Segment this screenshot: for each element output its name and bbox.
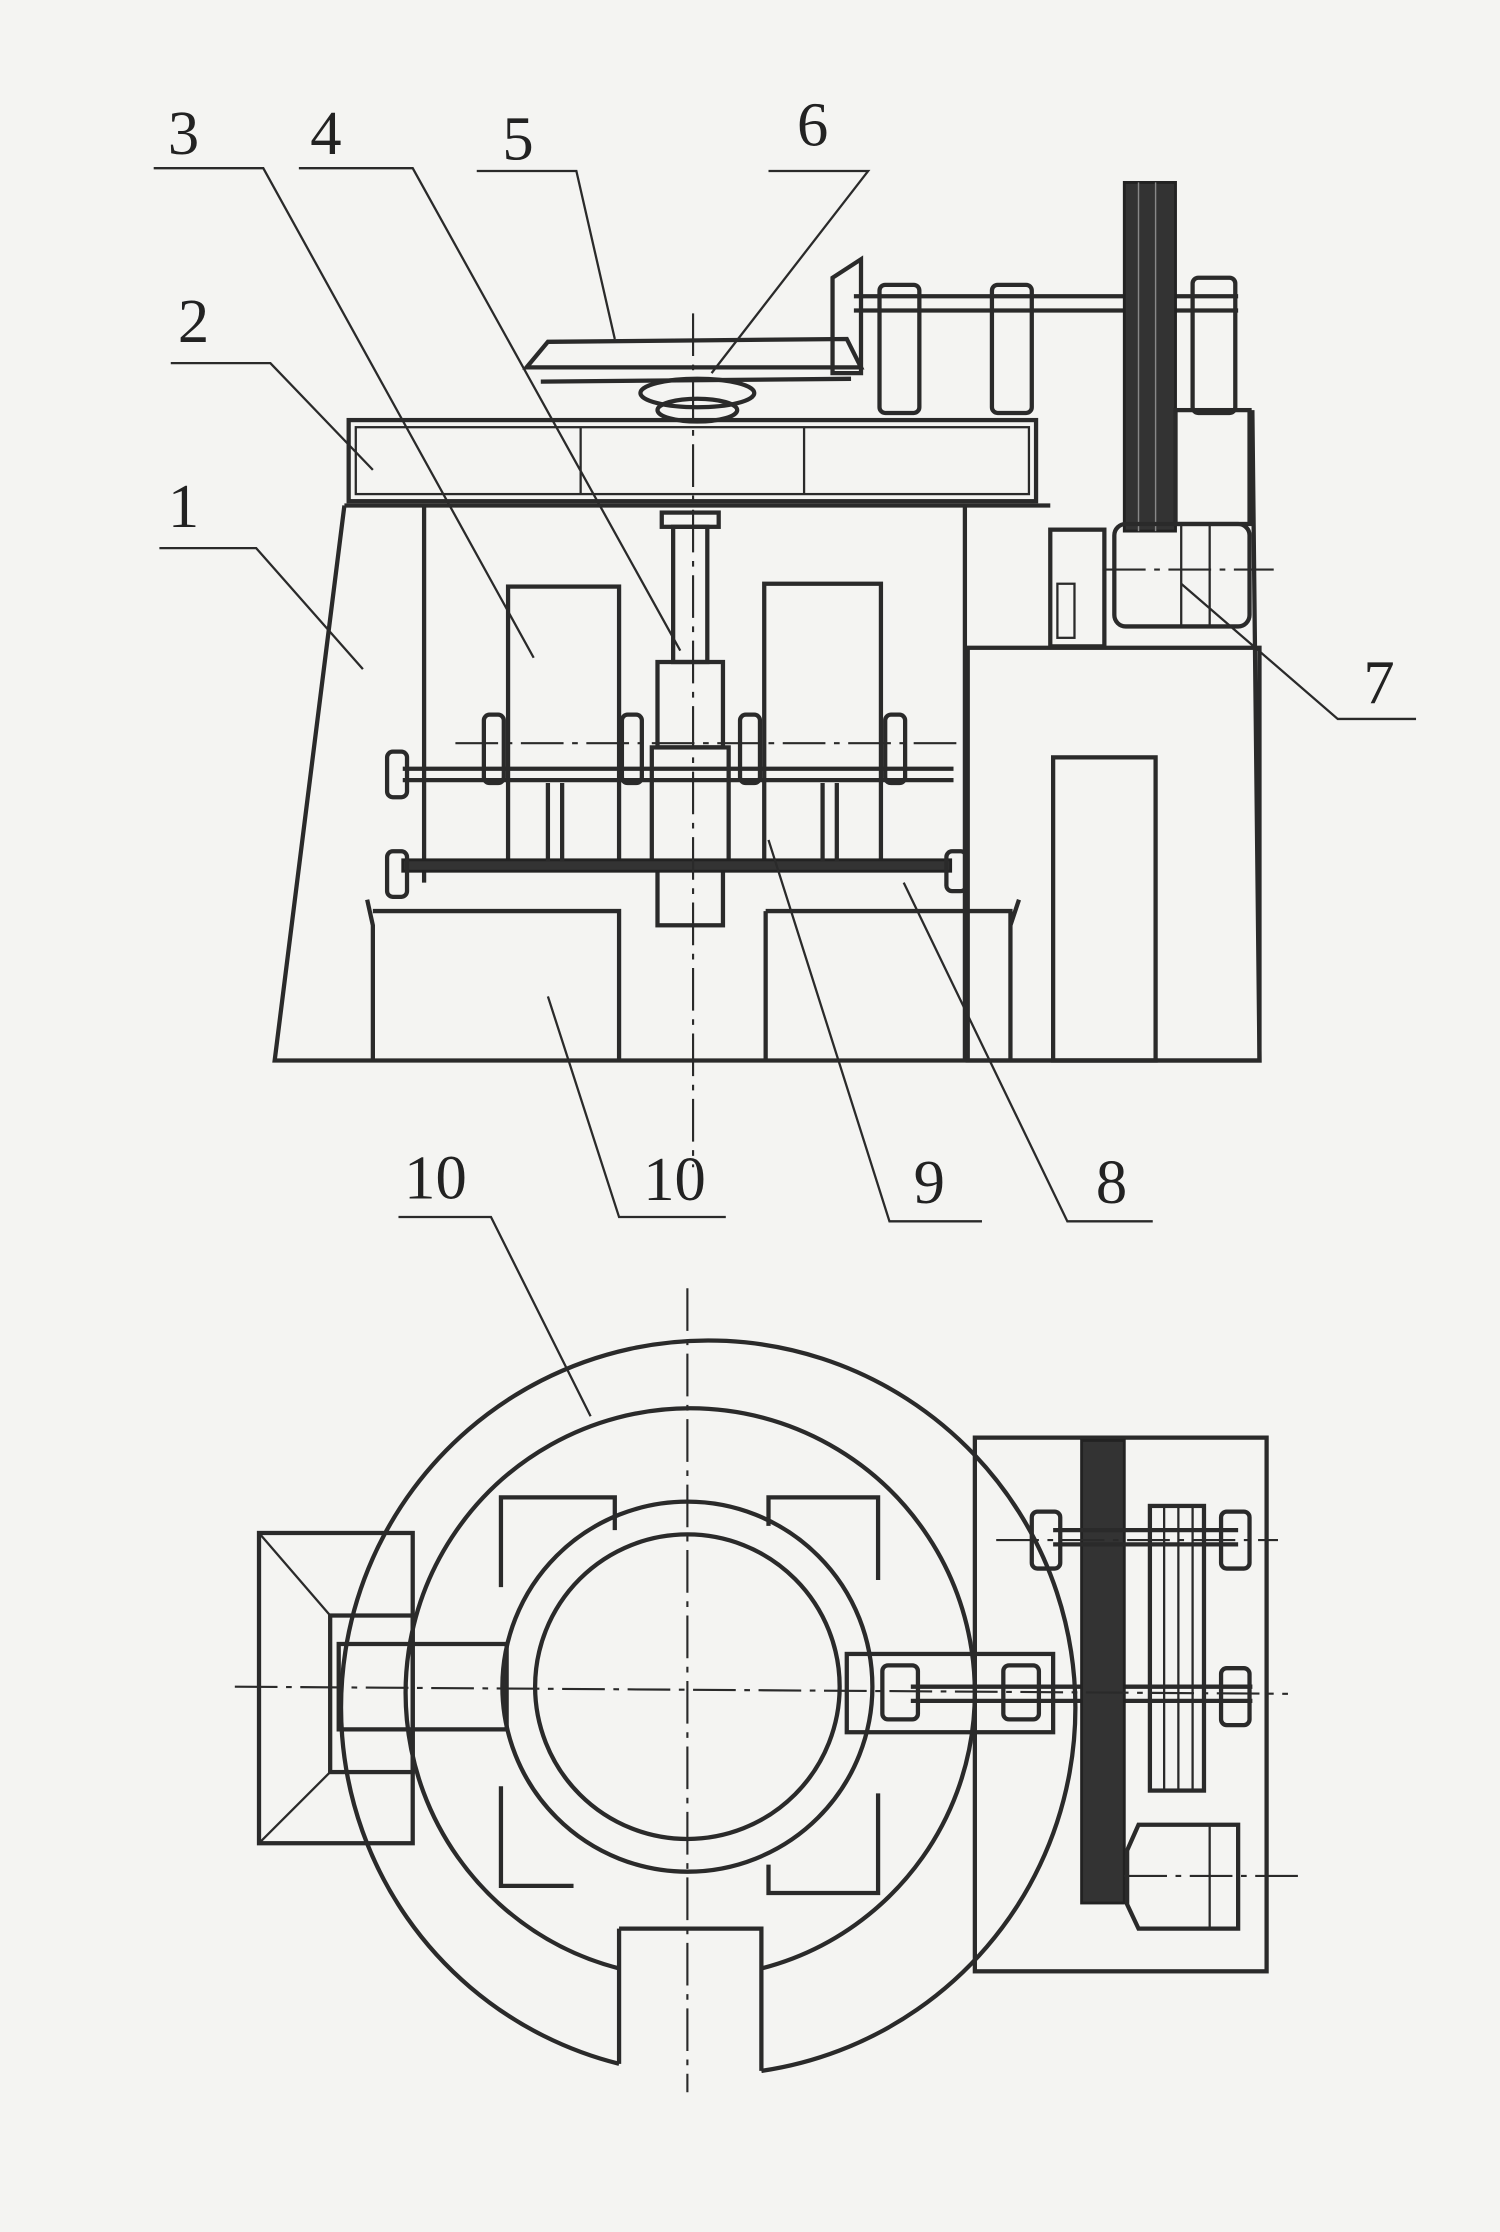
label-1: 1	[168, 471, 199, 541]
label-8: 8	[1096, 1147, 1127, 1217]
label-10-plan: 10	[404, 1143, 467, 1213]
plan-view	[234, 1288, 1307, 2093]
label-7: 7	[1363, 647, 1394, 717]
label-3: 3	[168, 98, 199, 168]
label-2: 2	[178, 286, 209, 356]
front-view	[272, 180, 1274, 1168]
leader-lines	[153, 167, 1417, 1417]
label-4: 4	[310, 98, 341, 168]
label-10-front: 10	[643, 1144, 706, 1214]
label-9: 9	[914, 1147, 945, 1217]
label-6: 6	[797, 89, 828, 159]
label-5: 5	[502, 104, 533, 174]
